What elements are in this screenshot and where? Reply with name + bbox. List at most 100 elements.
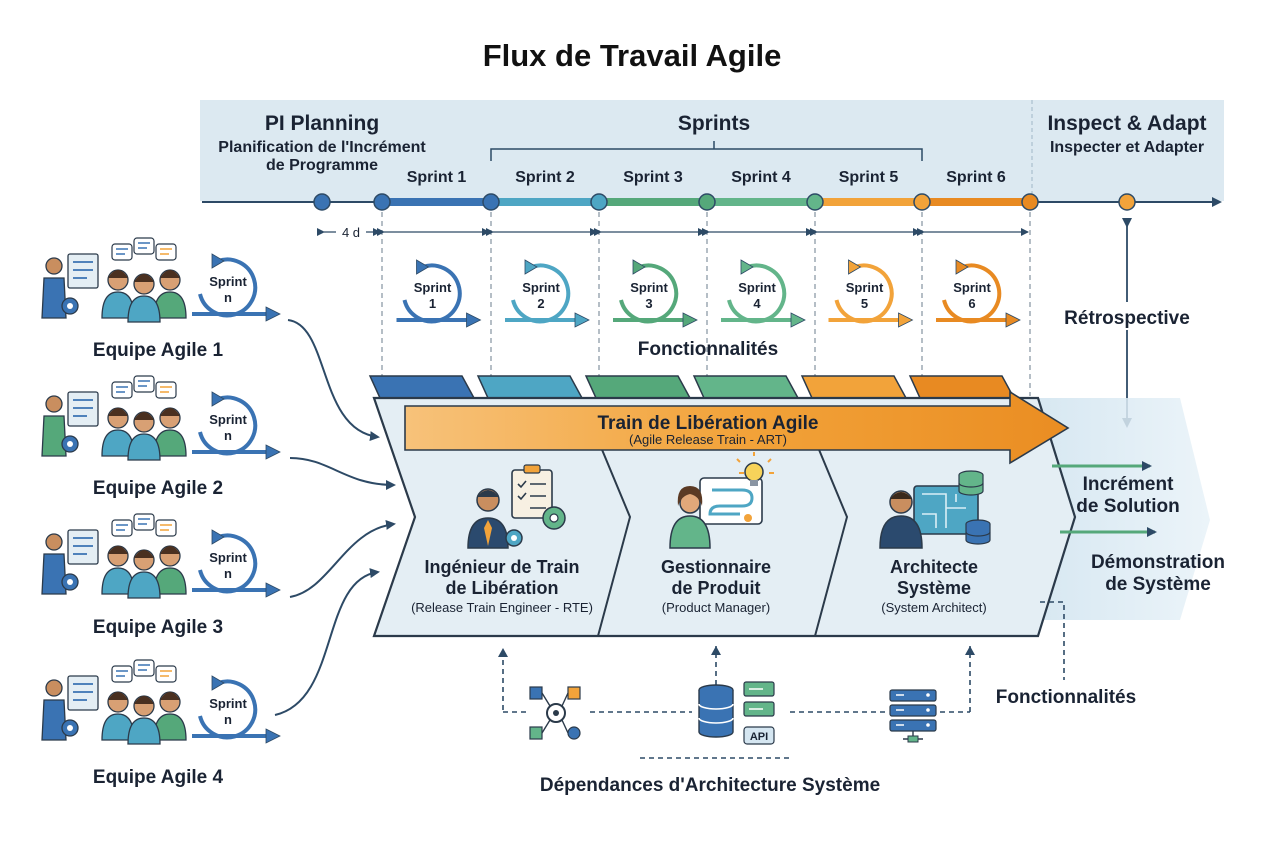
- sprint-cycle-2-number: 2: [537, 296, 544, 311]
- sprint-segment-3: [599, 198, 707, 206]
- features-label: Fonctionnalités: [638, 339, 778, 360]
- team-4-name: Equipe Agile 4: [93, 767, 224, 788]
- team-4-presenter-icon: [41, 675, 99, 741]
- database-api-icon: API: [698, 681, 775, 745]
- architect-name-2: Système: [897, 578, 971, 598]
- rte-name-1: Ingénieur de Train: [424, 557, 579, 577]
- art-divider-2: [814, 439, 849, 637]
- sprint-cycle-4-number: 4: [753, 296, 761, 311]
- sprint-segment-6: [922, 198, 1030, 206]
- rte-icon: [467, 464, 566, 549]
- rte-name-2: de Libération: [445, 578, 558, 598]
- team-4-sprint-cycle-word: Sprint: [209, 696, 247, 711]
- team-4-sprint-cycle-number: n: [224, 712, 232, 727]
- feature-tab-6: [908, 375, 1016, 399]
- dependency-connectors: [502, 601, 1065, 759]
- sprint-cycle-6-word: Sprint: [953, 280, 991, 295]
- demo-label-2: de Système: [1105, 574, 1211, 595]
- art-train-arrow: [404, 390, 1070, 465]
- pi-planning-subtitle-2: de Programme: [266, 157, 378, 174]
- duration-label: 4 d: [342, 225, 360, 240]
- sprint-segment-2: [491, 198, 599, 206]
- system-architect-icon: [879, 470, 991, 549]
- team-2-speech-bubbles-icon: [111, 375, 177, 399]
- architect-subtitle: (System Architect): [881, 600, 986, 615]
- diagram-title: Flux de Travail Agile: [483, 38, 782, 73]
- team-4-to-art-arrow: [274, 568, 380, 716]
- team-3-speech-bubbles-icon: [111, 513, 177, 537]
- team-2-sprint-cycle-word: Sprint: [209, 412, 247, 427]
- timeline-band: [200, 100, 1224, 201]
- inspect-adapt-subtitle: Inspecter et Adapter: [1050, 139, 1204, 156]
- sprint-label-2: Sprint 2: [515, 169, 575, 186]
- team-3-sprint-cycle-word: Sprint: [209, 550, 247, 565]
- team-3-presenter-icon: [41, 529, 99, 595]
- sprint-cycle-2-word: Sprint: [522, 280, 560, 295]
- team-2-members-icon: [101, 407, 187, 461]
- demo-label-1: Démonstration: [1091, 552, 1225, 573]
- art-subtitle: (Agile Release Train - ART): [629, 432, 787, 447]
- team-1-name: Equipe Agile 1: [93, 340, 224, 361]
- team-1-presenter-icon: [41, 253, 99, 319]
- sprint-label-6: Sprint 6: [946, 169, 1006, 186]
- sprint-boundary-node-5: [806, 193, 824, 211]
- pm-name-2: de Produit: [672, 578, 761, 598]
- api-label: API: [750, 731, 768, 743]
- feature-tab-1: [368, 375, 476, 399]
- sprints-bracket: [490, 141, 923, 161]
- sprint-boundary-node-1: [373, 193, 391, 211]
- team-4-members-icon: [101, 691, 187, 745]
- sprint-label-4: Sprint 4: [731, 169, 791, 186]
- feature-tab-4: [692, 375, 800, 399]
- sprint-segment-1: [382, 198, 491, 206]
- sprint-cycle-6-number: 6: [968, 296, 975, 311]
- sprint-cycle-3-word: Sprint: [630, 280, 668, 295]
- pi-planning-title: PI Planning: [265, 112, 379, 135]
- sprint-cycle-1-word: Sprint: [414, 280, 452, 295]
- pm-name-1: Gestionnaire: [661, 557, 771, 577]
- dependencies-label: Dépendances d'Architecture Système: [540, 775, 880, 796]
- retrospective-label: Rétrospective: [1064, 308, 1190, 329]
- sprint-boundary-node-4: [698, 193, 716, 211]
- team-3-members-icon: [101, 545, 187, 599]
- product-manager-icon: [669, 452, 774, 549]
- team-2-name: Equipe Agile 2: [93, 478, 223, 499]
- features-bottom-label: Fonctionnalités: [996, 687, 1136, 708]
- sprint-cycle-3-number: 3: [645, 296, 652, 311]
- sprint-segment-5: [815, 198, 922, 206]
- team-2-presenter-icon: [41, 391, 99, 457]
- sprint-label-3: Sprint 3: [623, 169, 683, 186]
- pi-planning-node: [313, 193, 331, 211]
- team-1-sprint-cycle-word: Sprint: [209, 274, 247, 289]
- feature-tab-2: [476, 375, 584, 399]
- sprint-cycle-5-number: 5: [861, 296, 868, 311]
- team-3-name: Equipe Agile 3: [93, 617, 223, 638]
- increment-label-2: de Solution: [1076, 496, 1179, 517]
- team-3-to-art-arrow: [289, 520, 396, 598]
- art-title: Train de Libération Agile: [598, 413, 819, 434]
- sprint-boundary-node-7: [1021, 193, 1039, 211]
- increment-label-1: Incrément: [1083, 474, 1174, 495]
- sprint-boundary-node-3: [590, 193, 608, 211]
- network-nodes-icon: [529, 686, 581, 740]
- team-1-to-art-arrow: [287, 319, 380, 442]
- sprint-segment-4: [707, 198, 815, 206]
- rte-subtitle: (Release Train Engineer - RTE): [411, 600, 593, 615]
- feature-tab-3: [584, 375, 692, 399]
- inspect-adapt-node: [1118, 193, 1136, 211]
- team-1-sprint-cycle-number: n: [224, 290, 232, 305]
- sprint-cycle-5-word: Sprint: [846, 280, 884, 295]
- feature-tab-5: [800, 375, 908, 399]
- team-2-sprint-cycle-number: n: [224, 428, 232, 443]
- server-rack-icon: [889, 689, 937, 743]
